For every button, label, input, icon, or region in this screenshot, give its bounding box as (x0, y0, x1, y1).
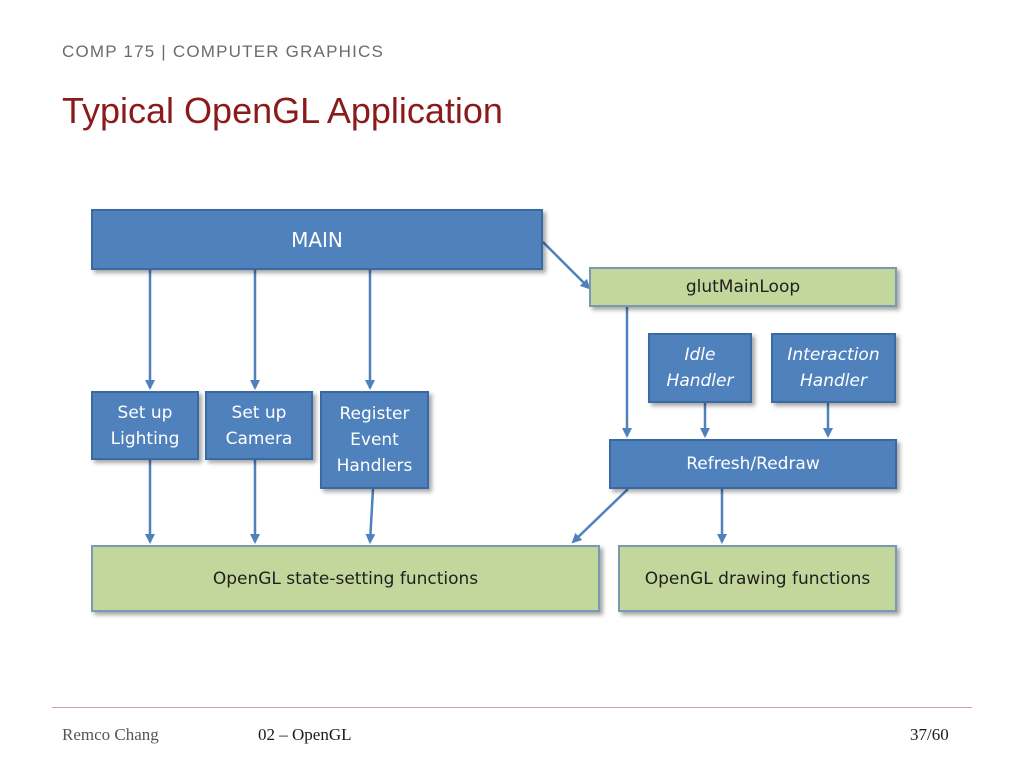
register-event-handlers-label: Register Event Handlers (336, 404, 413, 476)
footer-page-number: 37/60 (910, 725, 949, 744)
refresh-redraw-label: Refresh/Redraw (686, 454, 820, 474)
interaction-handler-label: Interaction Handler (787, 345, 880, 391)
register-event-handlers-box: Register Event Handlers (320, 391, 429, 489)
interaction-handler-box: Interaction Handler (771, 333, 896, 403)
course-header: COMP 175 | COMPUTER GRAPHICS (62, 42, 385, 61)
arrow-main-to-glutmainloop (542, 241, 591, 290)
footer-divider (52, 707, 972, 708)
main-label: MAIN (291, 227, 343, 252)
set-up-camera-label: Set up Camera (225, 402, 293, 449)
state-setting-box: OpenGL state-setting functions (91, 545, 600, 612)
glutmainloop-box: glutMainLoop (589, 267, 897, 307)
glutmainloop-label: glutMainLoop (685, 277, 801, 297)
footer-lecture: 02 – OpenGL (258, 725, 352, 744)
slide-title: Typical OpenGL Application (62, 90, 503, 131)
arrow-refresh-to-state (571, 488, 629, 544)
drawing-label: OpenGL drawing functions (644, 568, 871, 589)
footer-author: Remco Chang (62, 725, 159, 744)
refresh-redraw-box: Refresh/Redraw (609, 439, 897, 489)
state-setting-label: OpenGL state-setting functions (212, 568, 479, 589)
set-up-lighting-label: Set up Lighting (110, 402, 180, 449)
set-up-camera-box: Set up Camera (205, 391, 313, 460)
idle-handler-box: Idle Handler (648, 333, 752, 403)
set-up-lighting-box: Set up Lighting (91, 391, 199, 460)
drawing-box: OpenGL drawing functions (618, 545, 897, 612)
main-box: MAIN (91, 209, 543, 270)
idle-handler-label: Idle Handler (666, 345, 734, 391)
arrow-register-to-state (365, 488, 376, 544)
